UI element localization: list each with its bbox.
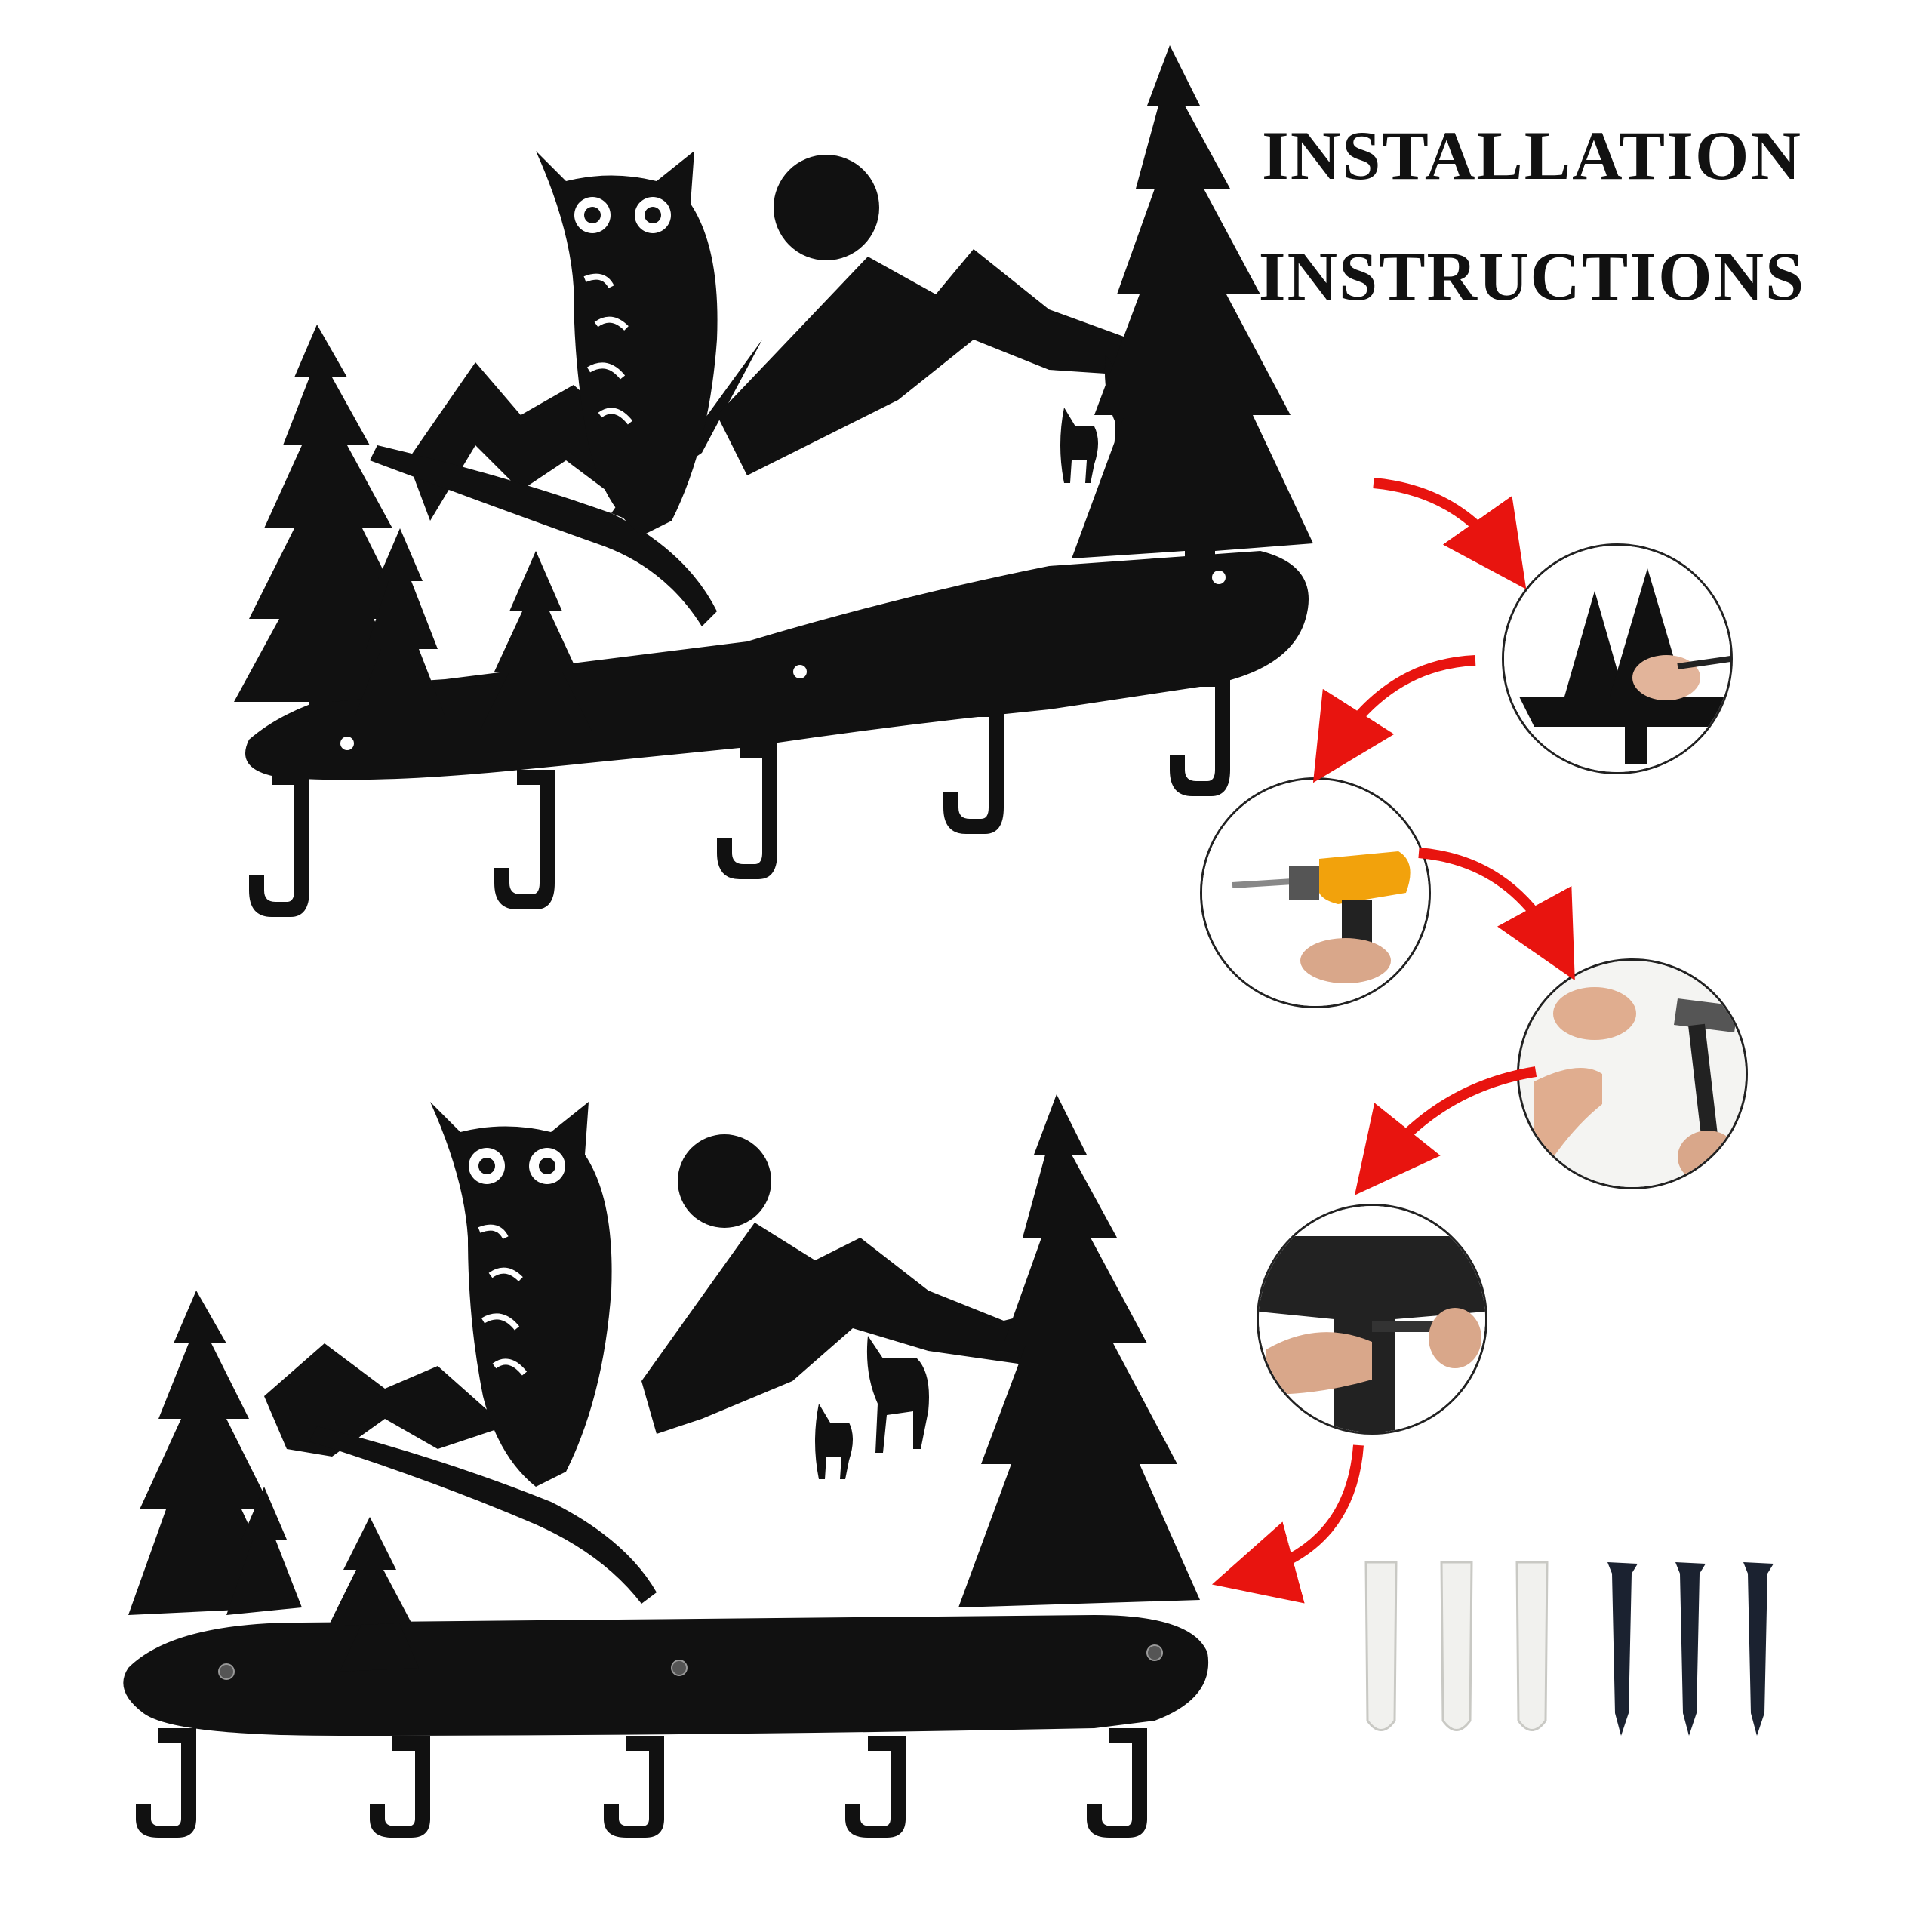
heading-installation: INSTALLATION xyxy=(1262,117,1802,194)
arrow-5 xyxy=(1211,1444,1364,1604)
arrow-2 xyxy=(1312,655,1476,783)
mark-holes-icon xyxy=(1504,546,1730,772)
hooks xyxy=(249,672,1230,917)
step-mark-holes xyxy=(1502,543,1733,774)
step-hammer-anchor xyxy=(1517,958,1748,1189)
owl xyxy=(536,151,718,536)
screwdriver-icon xyxy=(1259,1206,1485,1432)
screws xyxy=(1607,1562,1774,1736)
arrow-1 xyxy=(1373,478,1527,589)
arrow-3 xyxy=(1418,848,1575,981)
arrow-4 xyxy=(1355,1066,1537,1195)
step-screwdriver xyxy=(1257,1204,1487,1435)
hammer-anchor-icon xyxy=(1519,961,1746,1187)
right-pine-tree xyxy=(1072,45,1313,611)
owl-mounted xyxy=(430,1102,612,1487)
included-hardware xyxy=(1364,1561,1774,1736)
wall-anchors xyxy=(1364,1561,1549,1731)
drill-icon xyxy=(1202,780,1429,1006)
owl-hook-rack-top xyxy=(234,45,1313,917)
heading-instructions: INSTRUCTIONS xyxy=(1258,238,1806,315)
step-drill xyxy=(1200,777,1431,1008)
owl-hook-rack-mounted xyxy=(123,1094,1209,1838)
moon xyxy=(774,155,879,260)
